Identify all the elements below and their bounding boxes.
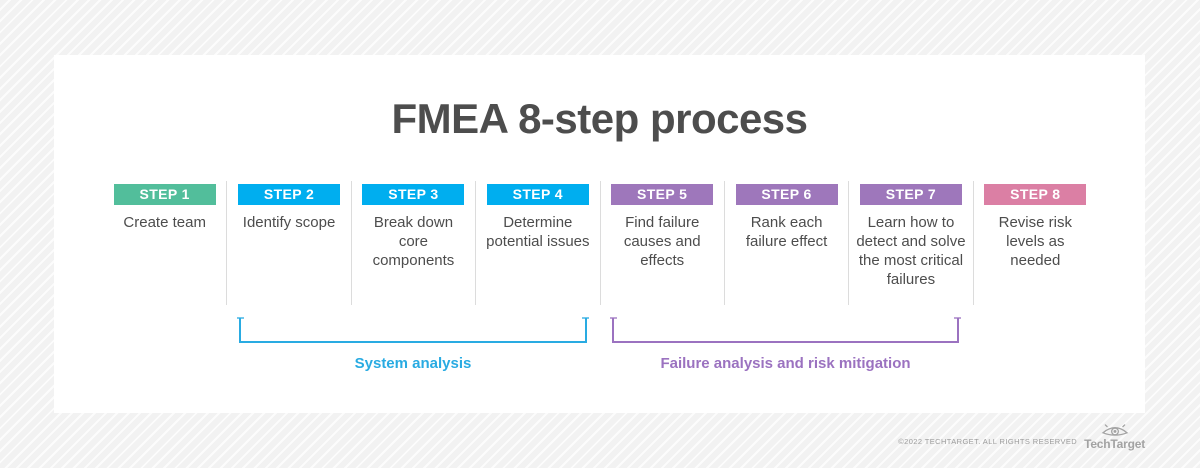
step-column-1: STEP 1 Create team [103, 181, 226, 305]
page-title: FMEA 8-step process [391, 95, 808, 142]
system-analysis-label: System analysis [354, 355, 472, 372]
step-description-2: Identify scope [242, 214, 336, 231]
step-description-7: Learn how to detect and solve the most c… [856, 214, 966, 288]
step-badge-3: STEP 3 [362, 184, 465, 205]
step-badge-7: STEP 7 [859, 184, 962, 205]
step-badge-4: STEP 4 [486, 184, 589, 205]
step-column-5: STEP 5 Find failure causes and effects [599, 181, 724, 305]
step-column-7: STEP 7 Learn how to detect and solve the … [848, 181, 972, 305]
step-description-3: Break down core components [372, 214, 455, 269]
step-badge-1: STEP 1 [113, 184, 216, 205]
step-description-6: Rank each failure effect [745, 214, 828, 250]
step-badge-2: STEP 2 [238, 184, 341, 205]
step-badge-5: STEP 5 [611, 184, 714, 205]
step-column-4: STEP 4 Determine potential issues [475, 181, 599, 305]
step-column-2: STEP 2 Identify scope [226, 181, 350, 305]
failure-analysis-bracket [610, 317, 961, 343]
step-column-6: STEP 6 Rank each failure effect [723, 181, 848, 305]
step-badge-8: STEP 8 [984, 184, 1087, 205]
step-column-8: STEP 8 Revise risk levels as needed [972, 181, 1097, 305]
step-description-1: Create team [123, 214, 206, 231]
step-column-3: STEP 3 Break down core components [350, 181, 475, 305]
eye-icon [1101, 424, 1128, 436]
copyright-text: ©2022 TECHTARGET. ALL RIGHTS RESERVED [898, 437, 1078, 446]
step-description-4: Determine potential issues [486, 214, 590, 250]
step-description-5: Find failure causes and effects [623, 214, 701, 269]
footer: ©2022 TECHTARGET. ALL RIGHTS RESERVED Te… [898, 424, 1145, 450]
failure-analysis-label: Failure analysis and risk mitigation [660, 355, 911, 372]
techtarget-logo: TechTarget [1084, 424, 1145, 450]
step-badge-6: STEP 6 [735, 184, 838, 205]
step-description-8: Revise risk levels as needed [998, 214, 1072, 269]
system-analysis-bracket [237, 317, 589, 343]
techtarget-wordmark: TechTarget [1084, 437, 1145, 451]
